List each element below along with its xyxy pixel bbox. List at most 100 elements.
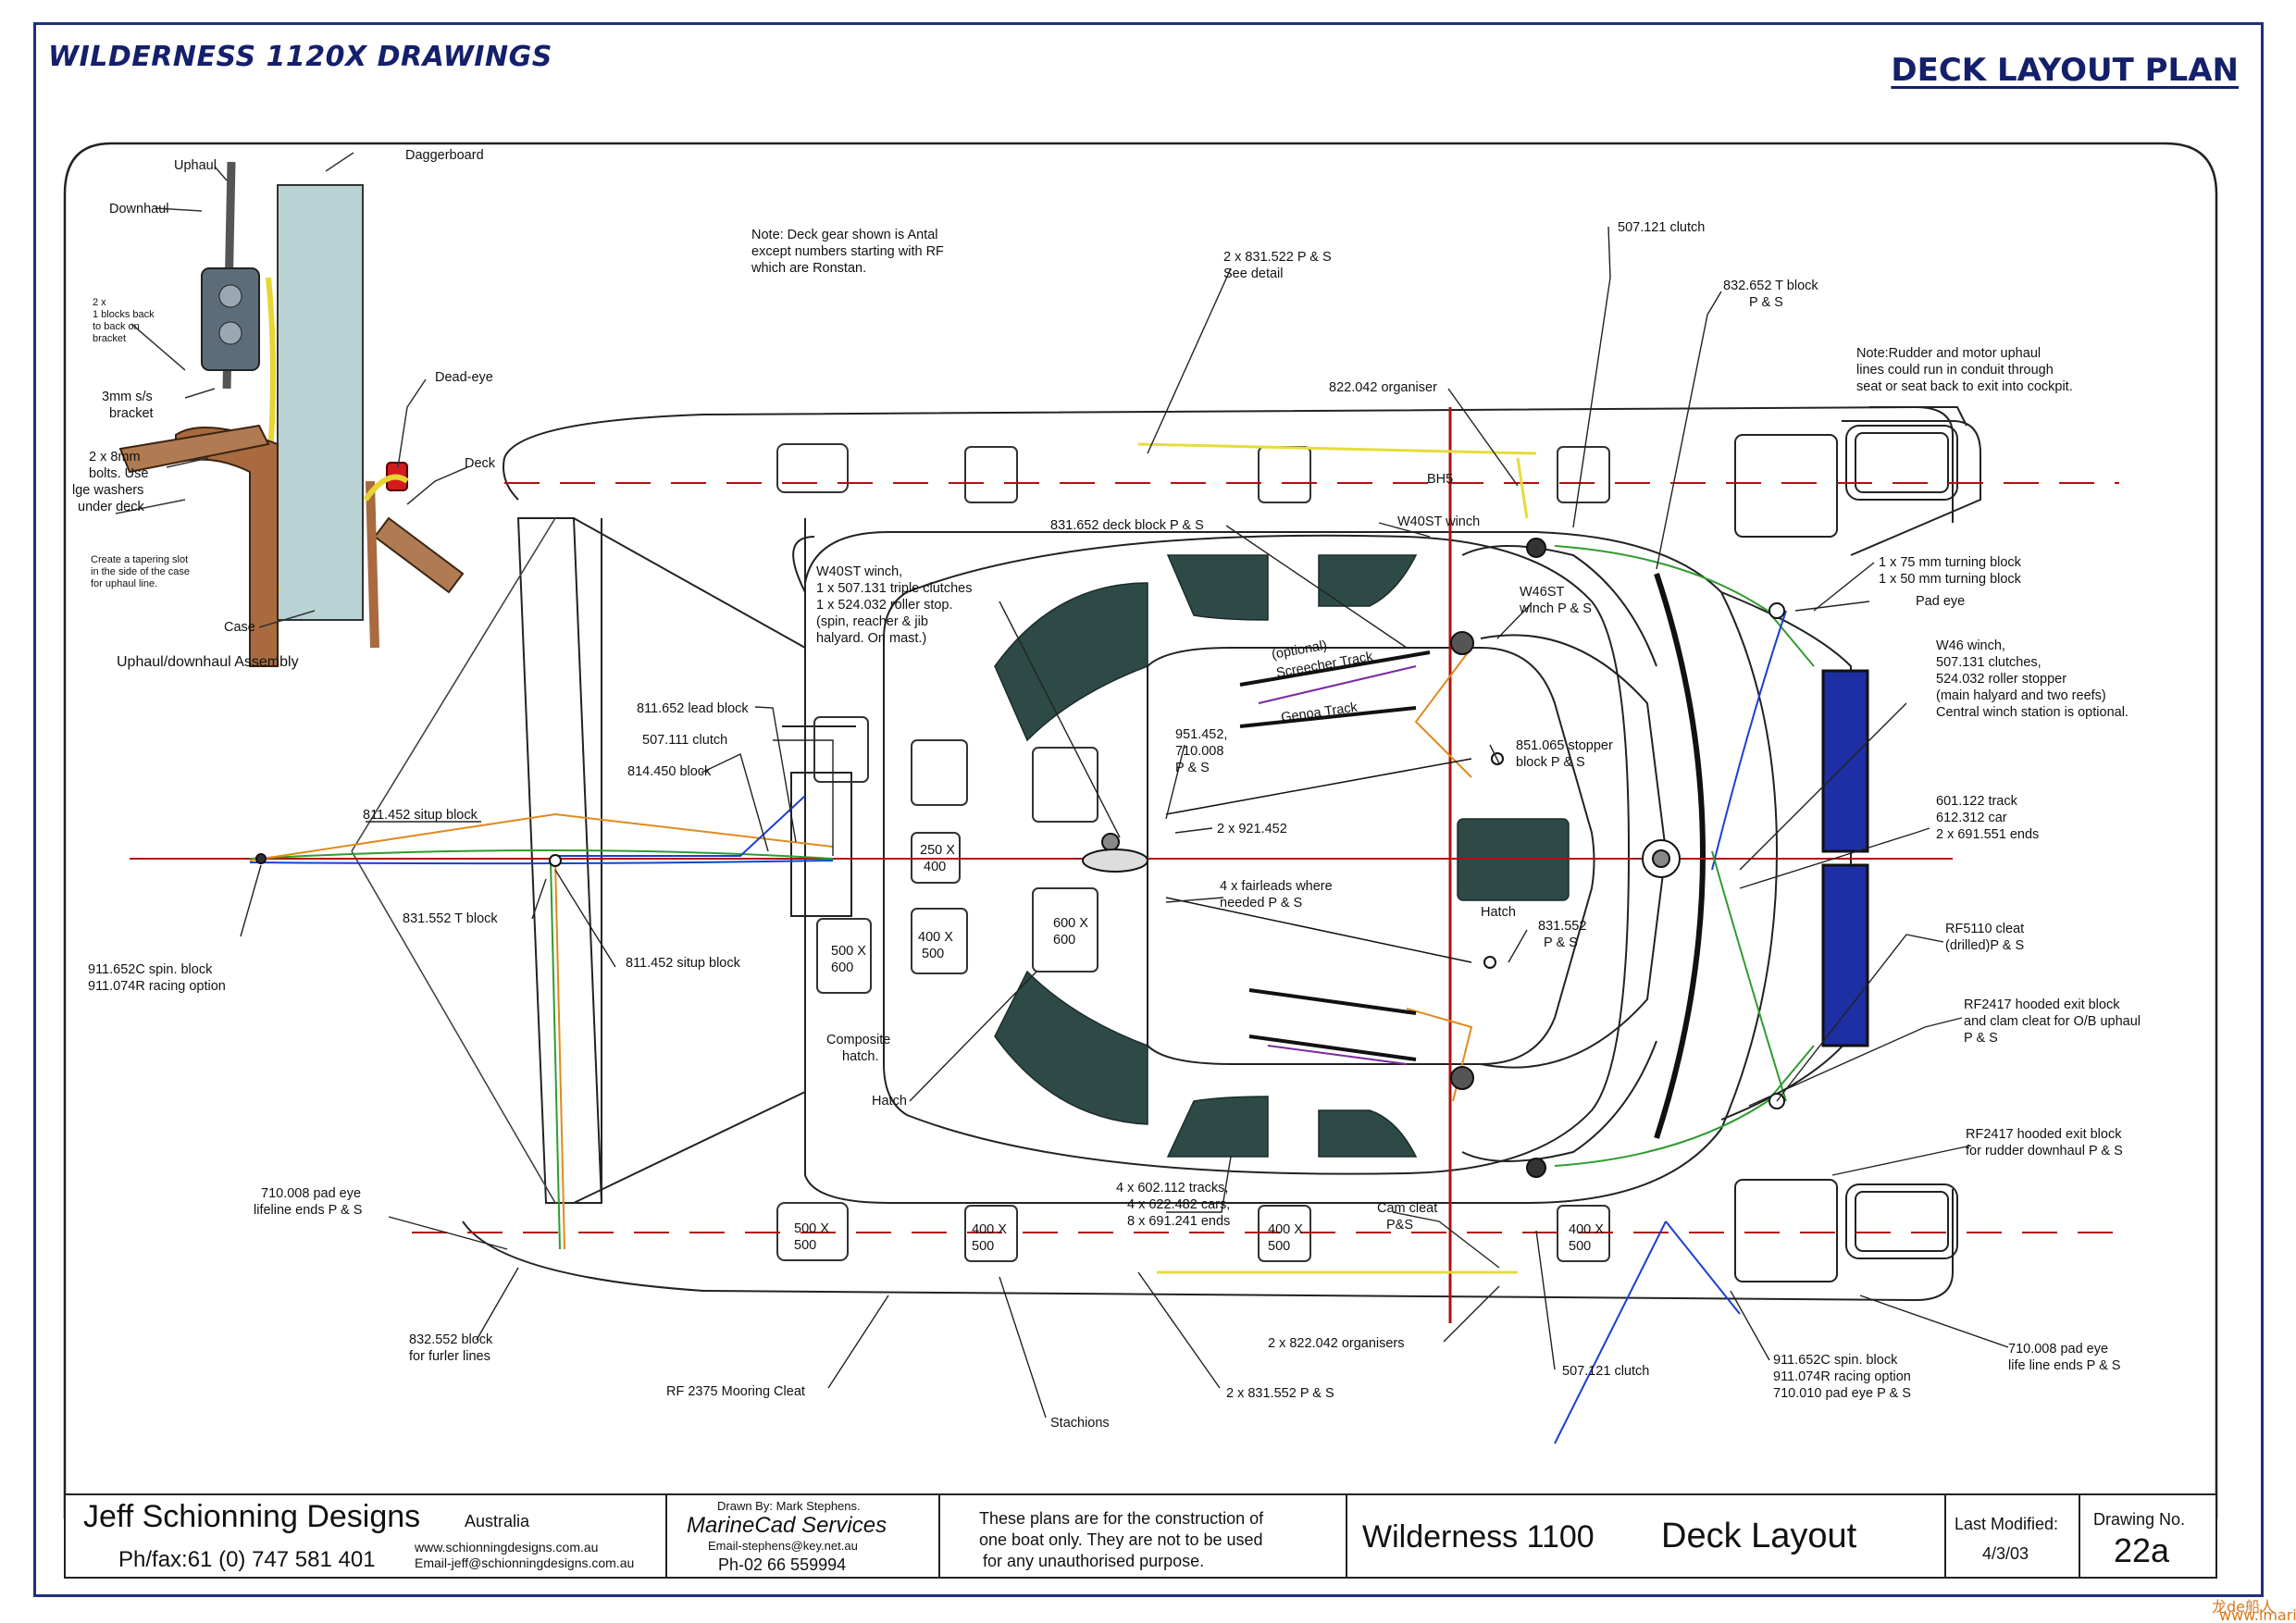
company-name: Jeff Schionning Designs [83, 1499, 420, 1534]
callout: 507.111 clutch [642, 733, 727, 748]
inset-label-blocks-3: to back on [93, 321, 140, 332]
company-country: Australia [465, 1512, 530, 1530]
company-phone: Ph/fax:61 (0) 747 581 401 [118, 1547, 376, 1572]
callout: 832.652 T block [1723, 279, 1818, 293]
callout: W40ST winch [1397, 514, 1480, 529]
callout: 8 x 691.241 ends [1127, 1214, 1230, 1229]
callout: 1 x 507.131 triple clutches [816, 581, 972, 596]
callout: 600 [831, 960, 853, 975]
callout: Central winch station is optional. [1936, 705, 2128, 720]
company-web: www.schionningdesigns.com.au [414, 1540, 598, 1555]
traveller-beam [1654, 573, 1706, 1139]
callout: 822.042 organiser [1329, 380, 1437, 395]
callout: 400 X [1569, 1222, 1604, 1237]
note-rudder-1: Note:Rudder and motor uphaul [1856, 346, 2041, 361]
inset-label-slot-2: in the side of the case [91, 566, 190, 577]
callout: RF2417 hooded exit block [1966, 1127, 2122, 1142]
callout: RF2417 hooded exit block [1964, 997, 2120, 1012]
callout: life line ends P & S [2008, 1358, 2120, 1373]
callout: Pad eye [1916, 594, 1965, 609]
callout: (drilled)P & S [1945, 938, 2024, 953]
callout: P & S [1175, 761, 1210, 775]
callout: 600 X [1053, 916, 1088, 931]
title-block: Jeff Schionning Designs Australia Ph/fax… [64, 1493, 2217, 1579]
callout: 500 X [794, 1221, 829, 1236]
callout: 2 x 822.042 organisers [1268, 1336, 1405, 1351]
callout: Composite [826, 1033, 890, 1047]
hatch-boxes [776, 443, 1610, 1262]
drawings-title: WILDERNESS 1120X DRAWINGS [48, 41, 552, 73]
uphaul-assembly-inset: Uphaul Downhaul Daggerboard 2 x 1 blocks… [72, 148, 496, 670]
callout: 1 x 524.032 roller stop. [816, 598, 953, 613]
inset-label-dead-eye: Dead-eye [435, 370, 493, 385]
callout: 507.131 clutches, [1936, 655, 2042, 670]
callout: 2 x 831.552 P & S [1226, 1386, 1334, 1401]
callout: 911.652C spin. block [1773, 1353, 1898, 1368]
watermark-url: www.lmarine.cn [2219, 1606, 2296, 1623]
block-pair [201, 267, 260, 371]
callout: Hatch [872, 1094, 907, 1109]
callout: W46ST [1520, 585, 1564, 600]
sheet-name: Deck Layout [1661, 1517, 1857, 1555]
callout: P & S [1544, 935, 1578, 950]
hull-outlines [351, 405, 1981, 1302]
callout: 911.074R racing option [88, 979, 226, 994]
callout: 831.652 deck block P & S [1050, 518, 1204, 533]
leader-lines [240, 226, 2009, 1419]
callout: 400 X [972, 1222, 1007, 1237]
callout: 814.450 block [627, 764, 712, 779]
callout: 400 X [918, 930, 953, 945]
callout: 832.552 block [409, 1332, 493, 1347]
callout: 710.008 pad eye [261, 1186, 361, 1201]
callout: 911.652C spin. block [88, 962, 213, 977]
callout: 1 x 75 mm turning block [1879, 555, 2022, 570]
notice-line-3: for any unauthorised purpose. [983, 1552, 1204, 1570]
callout: winch P & S [1519, 601, 1592, 616]
callout: 2 x 691.551 ends [1936, 827, 2039, 842]
callout: 250 X [920, 843, 955, 858]
callout: 400 X [1268, 1222, 1303, 1237]
deck-hardware [255, 538, 1785, 1178]
callout: P & S [1749, 295, 1783, 310]
callout: block P & S [1516, 755, 1585, 770]
inset-label-case: Case [224, 620, 255, 635]
callout: 524.032 roller stopper [1936, 672, 2066, 687]
callout: See detail [1223, 266, 1284, 281]
note-gear-1: Note: Deck gear shown is Antal [751, 228, 938, 242]
daggerboard-shape [277, 184, 364, 621]
sheet-frame [33, 22, 2264, 1597]
callout: P & S [1964, 1031, 1998, 1046]
callout: BH5 [1427, 472, 1453, 487]
rope-runs [249, 442, 1815, 1444]
callout: 600 [1053, 933, 1075, 948]
bottom-hull-outline [462, 1189, 1954, 1302]
service-phone: Ph-02 66 559994 [718, 1555, 846, 1574]
inset-label-bolts-4: under deck [78, 500, 144, 514]
callout: 710.010 pad eye P & S [1773, 1386, 1911, 1401]
callout: 500 [1268, 1239, 1290, 1254]
inset-caption: Uphaul/downhaul Assembly [117, 654, 299, 670]
callout: Genoa Track [1280, 700, 1359, 725]
callout: RF 2375 Mooring Cleat [666, 1384, 805, 1399]
callout: 4 x fairleads where [1220, 879, 1333, 894]
cabin-inner-outline [883, 534, 1631, 1175]
case-wall [175, 427, 279, 667]
notice-line-1: These plans are for the construction of [979, 1509, 1264, 1528]
note-rudder-2: lines could run in conduit through [1856, 363, 2054, 378]
note-rudder-3: seat or seat back to exit into cockpit. [1856, 379, 2073, 394]
last-modified-date: 4/3/03 [1982, 1544, 2029, 1563]
inset-label-downhaul: Downhaul [109, 202, 169, 217]
note-gear-2: except numbers starting with RF [751, 244, 944, 259]
inset-label-blocks-1: 2 x [93, 297, 106, 308]
callout: 2 x 921.452 [1217, 822, 1287, 836]
callout: (main halyard and two reefs) [1936, 688, 2106, 703]
callout: 500 X [831, 944, 866, 959]
callout-labels: 2 x 831.522 P & S See detail 507.121 clu… [88, 220, 2141, 1431]
callout: Cam cleat [1377, 1201, 1437, 1216]
callout: 911.074R racing option [1773, 1369, 1911, 1384]
inset-label-bolts-3: lge washers [72, 483, 143, 498]
deck-section-right [373, 516, 465, 594]
callout: 612.312 car [1936, 811, 2007, 825]
notice-line-2: one boat only. They are not to be used [979, 1530, 1263, 1549]
